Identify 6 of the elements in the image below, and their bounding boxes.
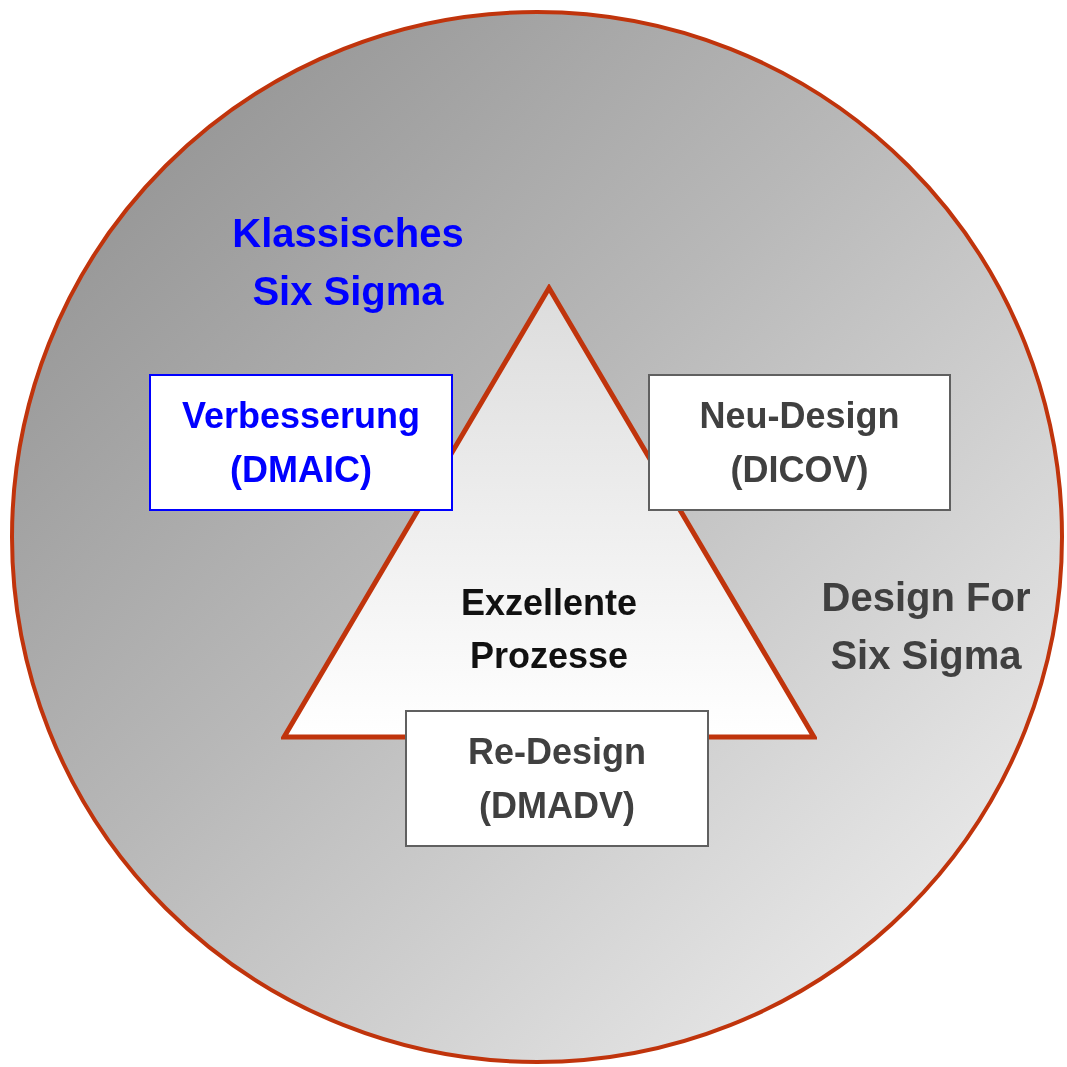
process-box: Re-Design (DMADV) — [405, 710, 709, 847]
process-box: Verbesserung (DMAIC) — [149, 374, 453, 511]
region-label: Klassisches Six Sigma — [231, 210, 465, 315]
process-box: Neu-Design (DICOV) — [648, 374, 951, 511]
triangle-label: Exzellente Prozesse — [459, 581, 639, 678]
region-label: Design For Six Sigma — [820, 574, 1032, 679]
